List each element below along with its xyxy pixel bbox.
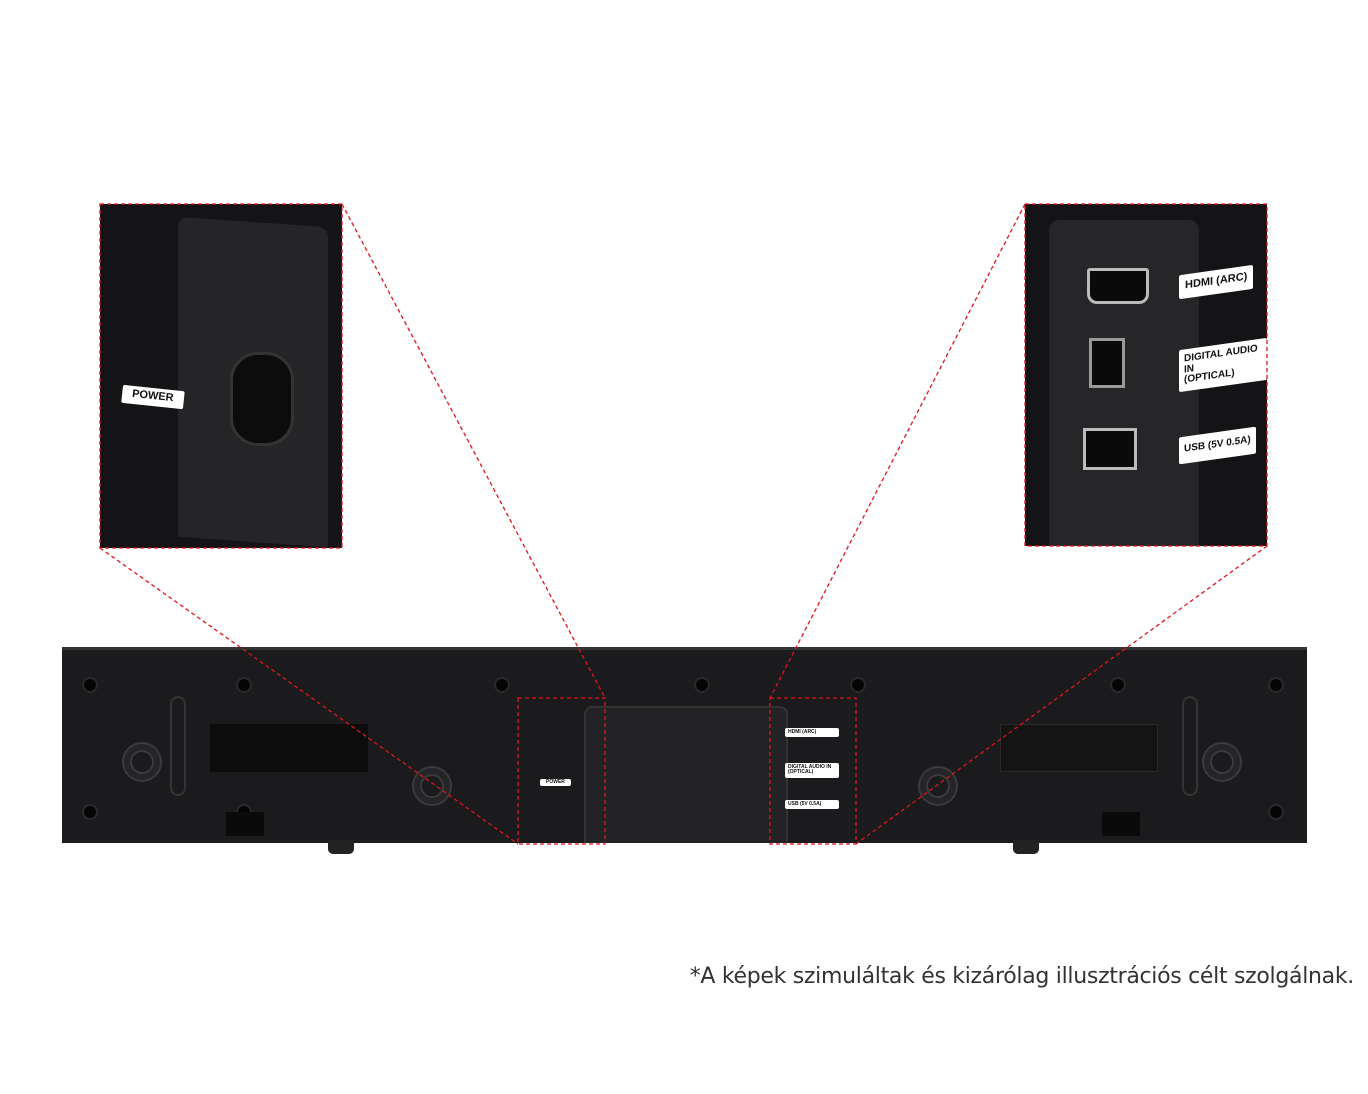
power-closeup: POWER	[100, 204, 342, 548]
usb-port-icon	[1083, 428, 1137, 470]
hdmi-port-icon	[1087, 268, 1149, 304]
ports-closeup: HDMI (ARC) DIGITAL AUDIO IN (OPTICAL) US…	[1025, 204, 1267, 546]
power-label: POWER	[540, 779, 571, 787]
left-callout-box	[99, 203, 343, 549]
usb-label: USB (5V 0.5A)	[785, 800, 839, 810]
power-socket-icon	[230, 352, 294, 446]
right-callout-box	[1024, 203, 1268, 547]
callout-line	[341, 203, 606, 699]
callout-line	[769, 203, 1026, 699]
callout-line	[855, 545, 1268, 845]
power-highlight-box	[517, 697, 606, 845]
hdmi-label: HDMI (ARC)	[785, 728, 839, 738]
disclaimer: *A képek szimuláltak és kizárólag illusz…	[689, 964, 1355, 989]
foot-right	[1013, 840, 1039, 854]
ports-highlight-box	[769, 697, 857, 845]
rating-label	[1000, 724, 1158, 772]
center-recess	[584, 706, 788, 843]
optical-port-icon	[1089, 338, 1125, 388]
optical-label: DIGITAL AUDIO IN (OPTICAL)	[785, 763, 839, 778]
vent	[210, 724, 368, 772]
callout-line	[99, 547, 519, 845]
soundbar-back: POWER HDMI (ARC) DIGITAL AUDIO IN (OPTIC…	[62, 647, 1307, 843]
foot-left	[328, 840, 354, 854]
